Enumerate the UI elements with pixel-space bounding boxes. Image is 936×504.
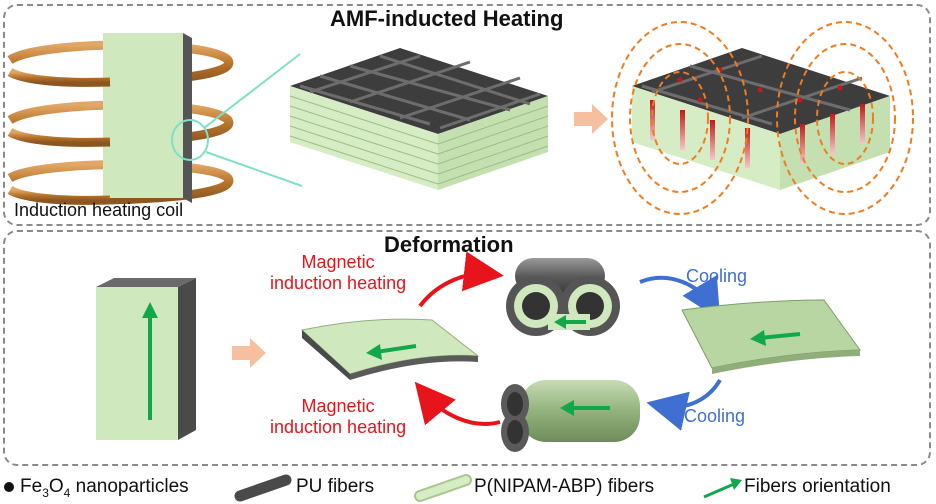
rolled-tube-gray-outside [506,258,620,336]
pu-fiber-icon [234,474,292,502]
cooling-label-top: Cooling [686,266,748,286]
zoom-circle [171,119,209,161]
heating-label-bottom-line2: induction heating [270,417,407,437]
heating-label-top: Magnetic induction heating [270,252,406,294]
legend-nanoparticles: Fe3O4 nanoparticles [20,476,189,500]
cooling-label-bottom: Cooling [684,406,746,426]
heating-label-bottom: Magnetic induction heating [270,396,406,438]
flat-bilayer-sheet [96,278,196,440]
legend: Fe3O4 nanoparticles PU fibers P(NIPAM-AB… [0,471,936,504]
legend-pnipam-fibers: P(NIPAM-ABP) fibers [474,476,655,497]
cooling-arrow-bottom [646,378,722,431]
cooled-bent-sheet [681,299,861,374]
legend-fe: Fe [20,476,43,497]
legend-sub-3: 3 [42,485,49,500]
heated-fiber-mat [632,48,890,190]
deformation-panel [3,230,931,466]
heating-label-bottom-line1: Magnetic [301,396,375,416]
magnetic-field-lines [611,21,914,215]
cooling-arrow-top [639,275,721,320]
slightly-bent-sheet [300,318,480,380]
heating-label-top-line2: induction heating [270,273,407,293]
legend-o: O [48,476,64,497]
heating-arrow-top [418,251,504,308]
deformation-title: Deformation [384,232,514,257]
coil-label: Induction heating coil [14,200,184,220]
fiber-mat-magnified [289,48,549,190]
induction-coil-front [7,67,111,205]
process-arrow-top [574,104,608,134]
process-arrow-bottom [232,338,266,368]
heating-arrow-bottom [414,381,501,426]
amf-heating-title: AMF-inducted Heating [330,6,564,31]
legend-pu-fibers: PU fibers [296,476,375,497]
green-sheet-in-coil [103,33,192,203]
amf-heating-panel [3,4,931,226]
pnipam-fiber-icon [414,474,472,502]
legend-nanoparticles-text: nanoparticles [70,476,189,497]
legend-orientation: Fibers orientation [744,476,891,497]
rolled-tube-green-outside [501,380,640,452]
heating-label-top-line1: Magnetic [301,252,375,272]
nanoparticle-dot-icon [4,482,14,492]
legend-sub-4: 4 [63,485,71,500]
orientation-arrow-icon [703,478,742,499]
